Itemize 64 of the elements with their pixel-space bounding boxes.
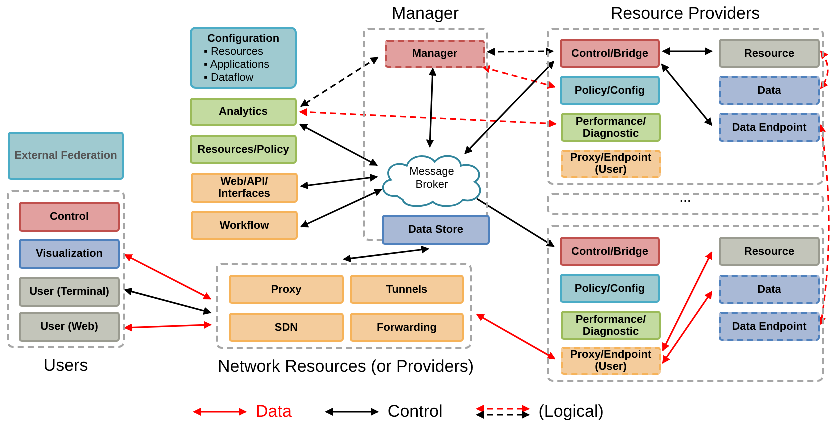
connector-arrow: [300, 56, 379, 108]
cloud-label: Message Broker: [410, 166, 454, 191]
component-box: Policy/Config: [560, 274, 660, 303]
component-box: Proxy/Endpoint (User): [561, 150, 661, 178]
connector-arrow: [299, 124, 378, 166]
component-box: Data Store: [382, 215, 490, 245]
component-box: Data: [719, 275, 820, 304]
configuration-box: [190, 27, 297, 89]
component-box: Analytics: [190, 98, 297, 126]
bullet-item: ▪ Dataflow: [204, 72, 255, 85]
connector-arrow: [482, 65, 556, 90]
component-box: Control: [19, 202, 120, 232]
group-title: Manager: [390, 4, 460, 24]
legend-label: Data: [256, 402, 292, 422]
component-box: Policy/Config: [560, 76, 660, 105]
component-box: Resource: [719, 237, 820, 266]
bullet-item: ▪ Resources: [204, 46, 265, 59]
component-box: Visualization: [19, 239, 120, 269]
component-box: Web/API/ Interfaces: [191, 173, 298, 203]
connector-arrow: [300, 174, 378, 190]
group-title: Resource Providers: [610, 4, 762, 24]
box-heading: Configuration: [206, 33, 281, 46]
connector-arrow: [464, 60, 555, 155]
component-box: External Federation: [8, 132, 124, 180]
component-box: Workflow: [191, 211, 298, 240]
connector-arrow: [662, 48, 713, 56]
connector-arrow: [487, 48, 554, 56]
component-box: Proxy/Endpoint (User): [561, 347, 661, 375]
component-box: Proxy: [229, 275, 344, 304]
component-box: Data Endpoint: [719, 113, 820, 142]
component-box: Control/Bridge: [560, 237, 660, 266]
component-box: Performance/ Diagnostic: [561, 311, 661, 340]
component-box: Tunnels: [350, 275, 464, 304]
component-box: Data Endpoint: [719, 312, 820, 341]
component-box: Performance/ Diagnostic: [561, 113, 661, 142]
connector-arrow: [299, 108, 557, 128]
dashed-group-frame: [547, 225, 824, 382]
component-box: SDN: [229, 313, 344, 342]
connector-arrow: [426, 68, 437, 148]
group-title: Users: [42, 356, 90, 376]
component-box: User (Terminal): [19, 277, 120, 307]
connector-arrow: [662, 252, 713, 352]
component-box: Resources/Policy: [190, 135, 297, 164]
component-box: Control/Bridge: [560, 39, 660, 68]
component-box: Resource: [719, 39, 820, 68]
connector-arrow: [300, 189, 382, 228]
connector-arrow: [124, 321, 212, 332]
connector-arrow: [343, 246, 430, 263]
connector-arrow: [124, 254, 212, 300]
component-box: User (Web): [19, 312, 120, 342]
component-box: Forwarding: [350, 313, 464, 342]
dashed-group-frame: [547, 193, 824, 215]
ellipsis-text: ...: [678, 189, 692, 205]
legend-label: Control: [388, 402, 443, 422]
connector-arrow: [476, 314, 556, 360]
component-box: Data: [719, 76, 820, 105]
connector-arrow: [124, 288, 212, 315]
bullet-item: ▪ Applications: [204, 59, 271, 72]
connector-arrow: [662, 291, 713, 364]
connector-arrow: [818, 124, 830, 326]
legend-label: (Logical): [538, 402, 604, 422]
connector-arrow: [661, 64, 713, 126]
component-box: Manager: [385, 40, 485, 68]
connector-arrow: [820, 50, 829, 90]
